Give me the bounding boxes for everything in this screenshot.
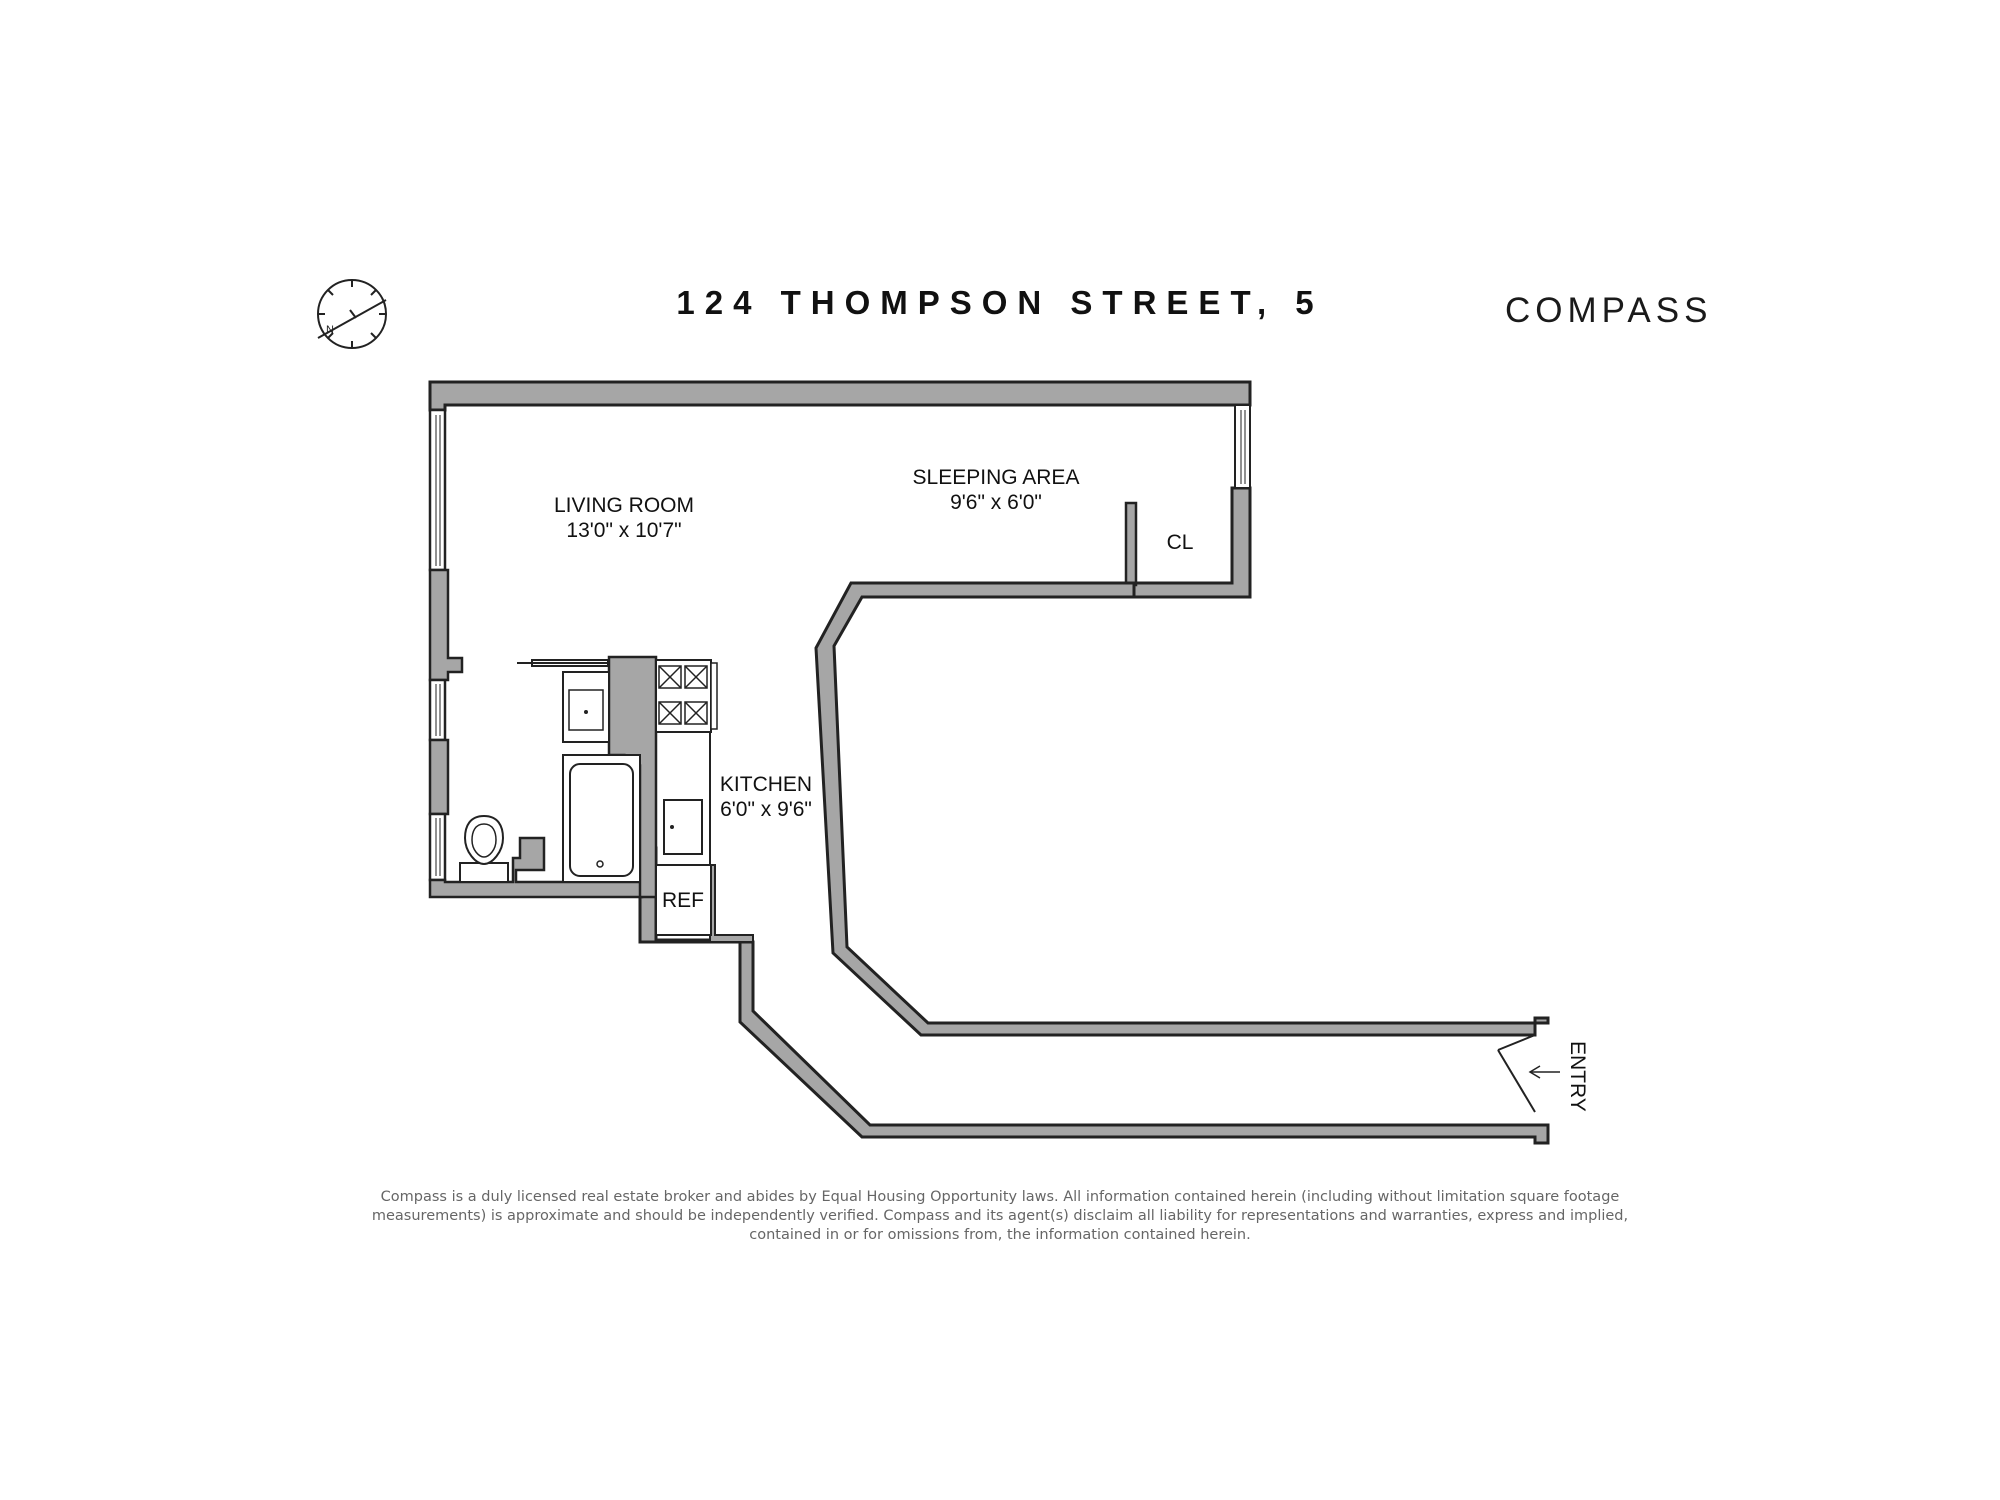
bathtub-icon xyxy=(562,754,641,883)
room-name-living: LIVING ROOM xyxy=(554,494,694,517)
refrigerator: REF xyxy=(655,864,712,936)
kitchen-counter xyxy=(655,732,711,865)
closet-label: CL xyxy=(1167,531,1194,554)
compass-rose-icon: N xyxy=(317,279,387,349)
toilet-icon xyxy=(459,814,509,883)
entry-label: ENTRY xyxy=(1566,1041,1589,1112)
room-dims-sleeping: 9'6" x 6'0" xyxy=(950,491,1042,514)
refrigerator-label: REF xyxy=(662,889,704,912)
room-dims-kitchen: 6'0" x 9'6" xyxy=(720,798,812,821)
stove-icon xyxy=(655,659,718,733)
bath-sink-icon xyxy=(562,671,610,743)
legal-disclaimer: Compass is a duly licensed real estate b… xyxy=(371,1189,1629,1243)
entry-door: ENTRY xyxy=(1497,1034,1589,1113)
room-name-sleeping: SLEEPING AREA xyxy=(913,466,1080,489)
kitchen-sink-icon xyxy=(663,799,703,855)
room-name-kitchen: KITCHEN xyxy=(720,773,812,796)
bath-door xyxy=(517,659,610,667)
room-dims-living: 13'0" x 10'7" xyxy=(566,519,681,542)
compass-logo: COMPASS xyxy=(1505,291,1713,330)
page-title: 124 THOMPSON STREET, 5 xyxy=(676,284,1324,321)
compass-north-label: N xyxy=(326,324,334,336)
